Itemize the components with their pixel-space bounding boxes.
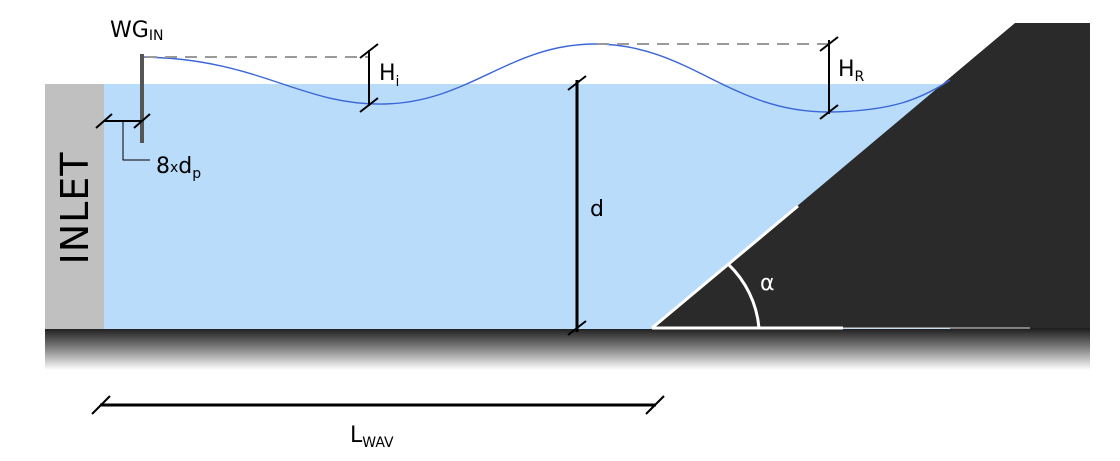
slope-edge-line xyxy=(651,204,799,330)
spacing-leader-line xyxy=(122,121,150,161)
hi-tick-bottom xyxy=(359,97,379,113)
slope-angle-arc xyxy=(726,262,761,329)
inlet-wall xyxy=(45,84,104,329)
depth-label: d xyxy=(590,197,604,222)
seabed-ground xyxy=(45,328,1090,370)
spacing-label: 8xdp xyxy=(156,154,201,182)
slope-angle-label: α xyxy=(760,271,775,296)
hr-tick-bottom xyxy=(819,104,839,120)
hi-tick-top xyxy=(359,43,379,59)
depth-tick-bottom xyxy=(567,320,587,336)
sloped-structure xyxy=(652,23,1090,328)
lwav-label: LWAV xyxy=(350,423,394,451)
inlet-label: INLET xyxy=(53,151,97,264)
wave-surface-line xyxy=(139,43,951,113)
wave-gauge-label: WGIN xyxy=(110,18,163,44)
hr-tick-top xyxy=(819,36,839,52)
hr-label: HR xyxy=(838,57,865,85)
hi-label: Hi xyxy=(379,61,399,90)
spacing-tick-right xyxy=(133,113,151,129)
depth-tick-top xyxy=(567,75,587,91)
lwav-tick-right xyxy=(645,395,665,415)
spacing-tick-left xyxy=(95,113,113,129)
lwav-tick-left xyxy=(91,395,111,415)
